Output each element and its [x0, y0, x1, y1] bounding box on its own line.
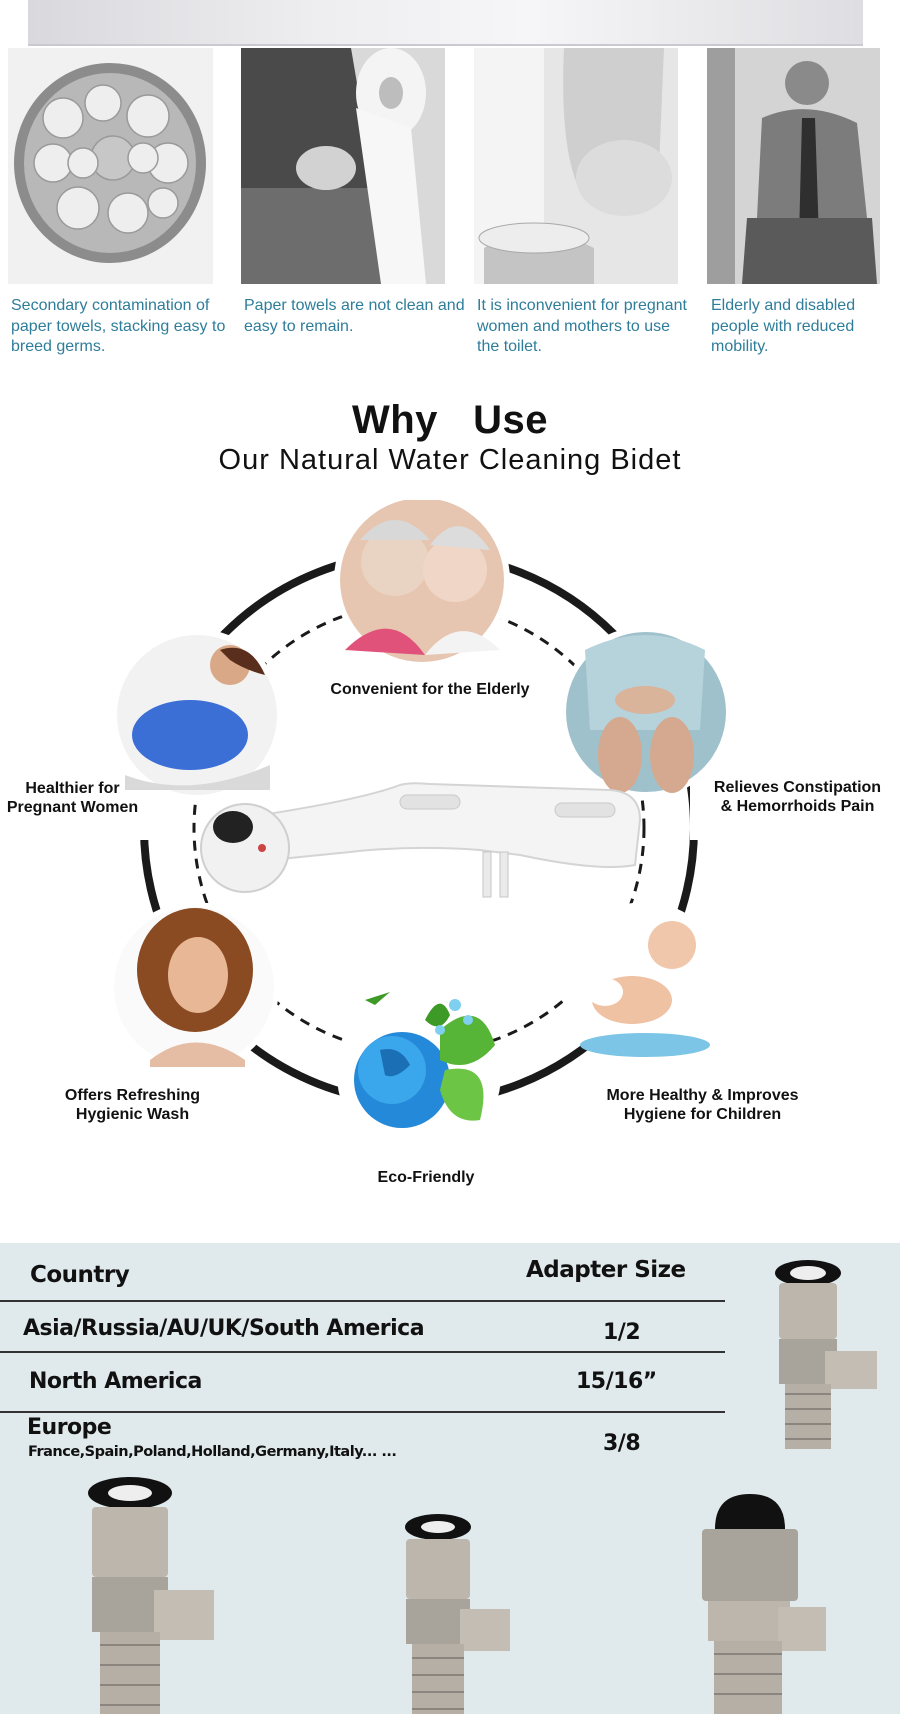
label-wash-line2: Hygienic Wash — [75, 1106, 190, 1123]
why-use-title: Why Use — [351, 398, 549, 442]
adapter-size-table: Country Adapter Size Asia/Russia/AU/UK/S… — [0, 1243, 900, 1714]
label-pregnant-line2: Pregnant Women — [6, 799, 139, 816]
label-constipation-line1: Relieves Constipation — [713, 779, 882, 796]
bidet-product-image — [200, 782, 642, 898]
row-country-europe: Europe — [27, 1415, 112, 1440]
label-children-line1: More Healthy & Improves — [606, 1087, 799, 1104]
smiling-woman-photo — [114, 907, 274, 1067]
elderly-couple-photo — [340, 498, 504, 662]
label-wash-line1: Offers Refreshing — [64, 1087, 201, 1104]
adapter-tee-image — [775, 1260, 877, 1449]
elderly-man-photo — [707, 48, 880, 284]
table-divider — [0, 1351, 725, 1353]
label-constipation: Relieves Constipation & Hemorrhoids Pain — [695, 778, 900, 816]
why-use-subtitle: Our Natural Water Cleaning Bidet — [218, 444, 682, 476]
header-adapter-size: Adapter Size — [526, 1257, 686, 1283]
eco-globe-icon — [354, 992, 495, 1128]
row-country-asia: Asia/Russia/AU/UK/South America — [23, 1316, 425, 1341]
label-pregnant-line1: Healthier for — [25, 780, 120, 797]
label-eco-friendly: Eco-Friendly — [377, 1169, 475, 1186]
table-divider — [0, 1300, 725, 1302]
caption-pregnant-women: It is inconvenient for pregnant women an… — [477, 297, 687, 355]
row-europe-countries: France,Spain,Poland,Holland,Germany,Ital… — [28, 1444, 397, 1460]
paper-roll-photo — [241, 48, 445, 284]
table-divider — [0, 1411, 725, 1413]
pregnant-woman-photo — [117, 635, 277, 795]
constipation-photo — [566, 632, 726, 793]
label-children-line2: Hygiene for Children — [623, 1106, 782, 1123]
top-banner-image — [28, 0, 863, 46]
row-size-europe: 3/8 — [603, 1431, 641, 1456]
row-size-north-america: 15/16” — [576, 1369, 657, 1394]
adapter-tee-image — [405, 1514, 510, 1714]
caption-paper-contamination: Secondary contamination of paper towels,… — [11, 297, 226, 355]
label-pregnant: Healthier for Pregnant Women — [0, 779, 145, 817]
label-refreshing-wash: Offers Refreshing Hygienic Wash — [40, 1086, 225, 1124]
row-size-asia: 1/2 — [603, 1320, 641, 1345]
header-country: Country — [30, 1262, 130, 1288]
label-elderly: Convenient for the Elderly — [330, 681, 530, 698]
adapter-tee-image — [702, 1494, 826, 1714]
benefits-diagram: Convenient for the Elderly Healthier for… — [0, 492, 900, 1220]
caption-paper-towels: Paper towels are not clean and easy to r… — [244, 297, 465, 335]
label-children: More Healthy & Improves Hygiene for Chil… — [580, 1086, 825, 1124]
adapter-tee-image — [88, 1477, 214, 1714]
caption-elderly-disabled: Elderly and disabled people with reduced… — [711, 297, 856, 355]
label-constipation-line2: & Hemorrhoids Pain — [720, 798, 875, 815]
baby-photo — [573, 910, 717, 1057]
pregnant-toilet-photo — [474, 48, 678, 284]
paper-bowl-photo — [8, 48, 213, 284]
row-country-north-america: North America — [29, 1369, 202, 1394]
benefits-ring — [0, 492, 900, 1157]
